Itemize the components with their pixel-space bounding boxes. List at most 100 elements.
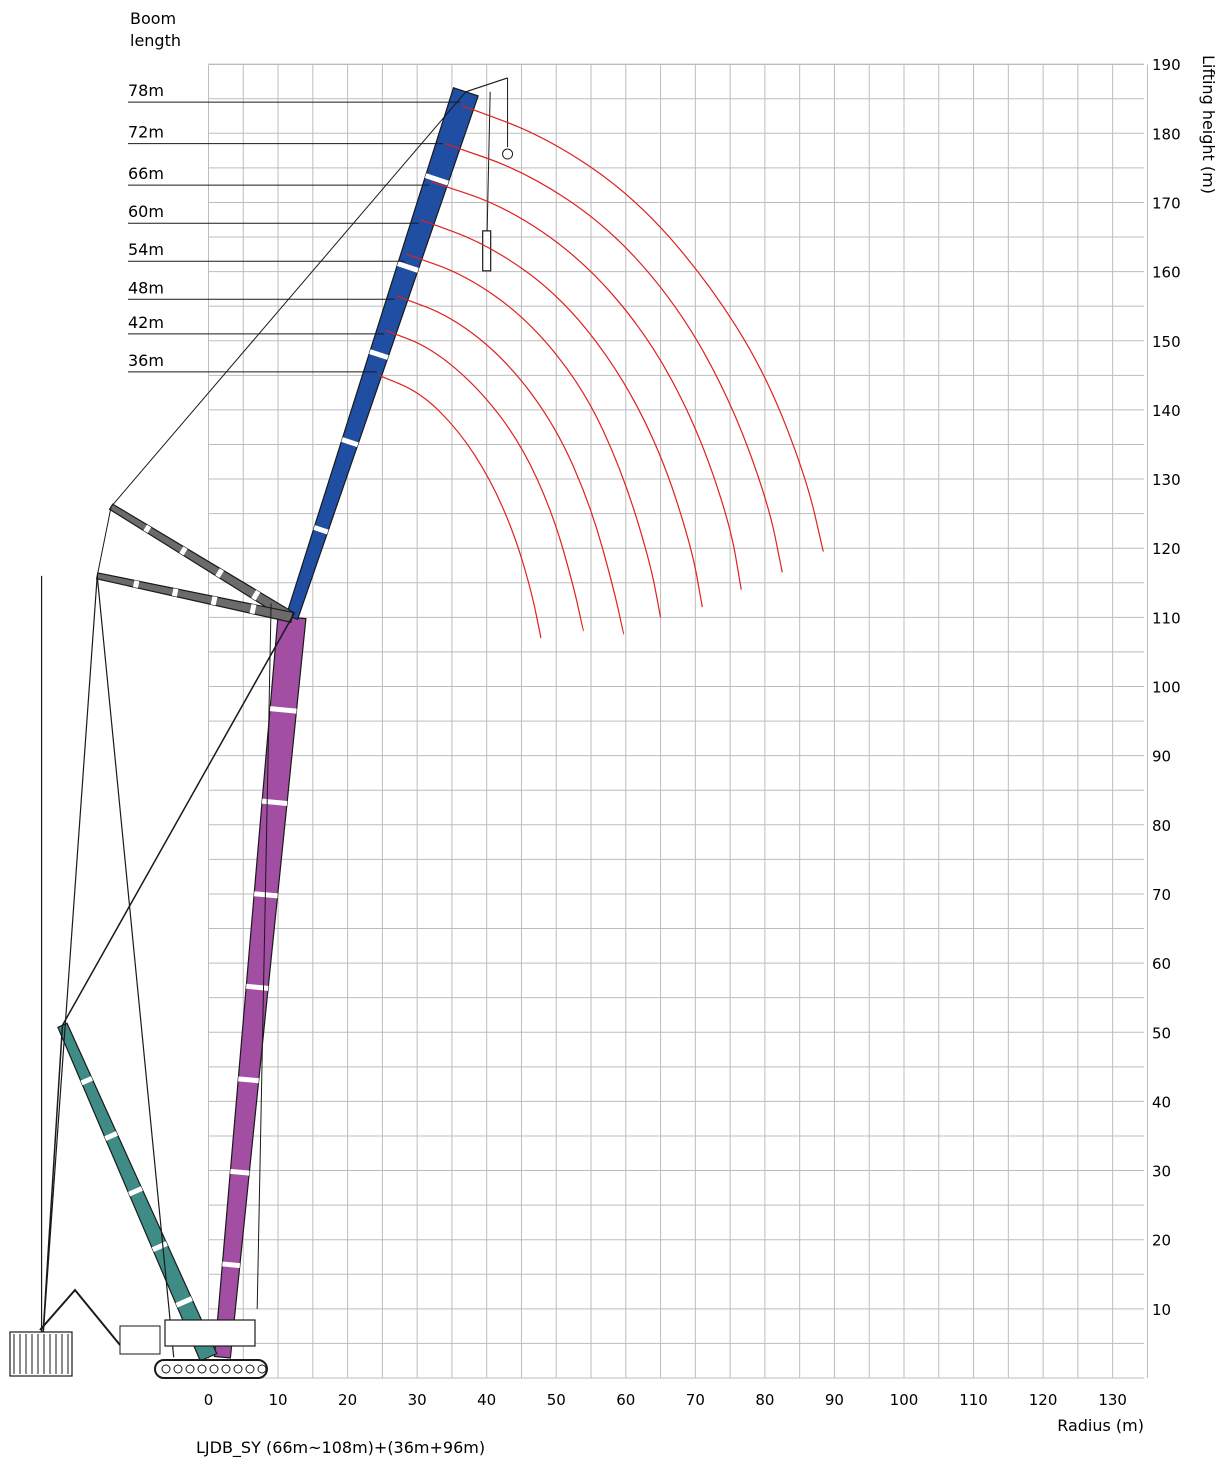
upper-strut-joint: [251, 589, 261, 601]
arc-72m: [444, 143, 783, 573]
boom-length-label: 78m: [128, 81, 164, 100]
boom-length-label: 48m: [128, 278, 164, 297]
aux-hook: [502, 148, 514, 160]
mast-joint: [80, 1076, 93, 1086]
lower-strut-joint: [133, 580, 140, 589]
upper-strut-joint: [143, 524, 152, 534]
x-tick-label: 0: [204, 1391, 214, 1409]
boom-length-header-line: length: [130, 31, 181, 50]
crane-drawing: [9, 77, 514, 1379]
lower-strut-joint: [249, 604, 257, 615]
strut-tie: [96, 506, 112, 576]
derrick-frame: [39, 1288, 121, 1346]
boom-length-label: 54m: [128, 240, 164, 259]
boom-length-header: Boom length: [130, 9, 181, 50]
arc-54m: [406, 253, 662, 618]
grid: [208, 63, 1148, 1379]
main-boom-joint: [222, 1261, 241, 1269]
y-tick-label: 80: [1152, 817, 1171, 835]
arc-36m: [378, 374, 542, 639]
boom-length-label: 36m: [128, 351, 164, 370]
superlift: [119, 1325, 161, 1355]
track-roller: [161, 1364, 171, 1374]
x-tick-label: 50: [547, 1391, 566, 1409]
mast-joint: [175, 1296, 193, 1308]
y-tick-label: 170: [1152, 194, 1181, 212]
x-axis-label: Radius (m): [1057, 1416, 1144, 1435]
y-tick-label: 140: [1152, 402, 1181, 420]
carbody: [164, 1319, 256, 1347]
lifting-arcs: [378, 105, 824, 639]
x-tick-label: 60: [616, 1391, 635, 1409]
main-boom-joint: [230, 1168, 250, 1176]
y-tick-label: 10: [1152, 1301, 1171, 1319]
jib-head: [465, 77, 508, 93]
luffing-jib-joint: [313, 525, 329, 535]
x-tick-label: 130: [1098, 1391, 1127, 1409]
mast-joint: [128, 1186, 143, 1197]
y-tick-label: 190: [1152, 56, 1181, 74]
arc-48m: [396, 295, 625, 635]
track-roller: [257, 1364, 267, 1374]
x-tick-label: 120: [1029, 1391, 1058, 1409]
luffing-jib-joint: [424, 173, 449, 186]
x-tick-label: 30: [408, 1391, 427, 1409]
arc-60m: [420, 219, 703, 608]
y-tick-label: 60: [1152, 955, 1171, 973]
y-axis-label: Lifting height (m): [1199, 55, 1218, 194]
mast-joint: [151, 1241, 168, 1252]
luffing-jib-joint: [369, 349, 389, 360]
track-roller: [209, 1364, 219, 1374]
y-tick-label: 100: [1152, 679, 1181, 697]
mast-backstay: [40, 1025, 64, 1358]
boom-length-label: 42m: [128, 313, 164, 332]
arc-42m: [385, 329, 584, 632]
y-tick-label: 90: [1152, 748, 1171, 766]
y-tick-label: 180: [1152, 125, 1181, 143]
x-tick-label: 20: [338, 1391, 357, 1409]
mast-joint: [104, 1131, 118, 1141]
y-tick-label: 70: [1152, 886, 1171, 904]
boom-length-label: 66m: [128, 164, 164, 183]
y-tick-label: 160: [1152, 264, 1181, 282]
y-axis-ticks: 1020304050607080901001101201301401501601…: [1152, 56, 1181, 1319]
boom-length-label: 72m: [128, 123, 164, 142]
lower-strut-joint: [171, 588, 179, 597]
track-roller: [245, 1364, 255, 1374]
x-tick-label: 40: [477, 1391, 496, 1409]
lower-strut-joint: [210, 596, 218, 606]
upper-strut-joint: [215, 568, 224, 578]
main-boom-joint: [253, 891, 278, 899]
y-tick-label: 30: [1152, 1163, 1171, 1181]
luffing-jib-joint: [341, 437, 359, 448]
arc-66m: [430, 181, 742, 590]
upper-strut: [108, 503, 296, 623]
track-roller: [197, 1364, 207, 1374]
track-roller: [185, 1364, 195, 1374]
x-tick-label: 80: [755, 1391, 774, 1409]
chart-caption: LJDB_SY (66m~108m)+(36m+96m): [196, 1438, 485, 1458]
boom-rope: [256, 603, 272, 1309]
y-tick-label: 40: [1152, 1093, 1171, 1111]
y-tick-label: 120: [1152, 540, 1181, 558]
x-tick-label: 90: [825, 1391, 844, 1409]
arc-78m: [462, 105, 824, 552]
x-tick-label: 110: [959, 1391, 988, 1409]
main-boom-joint: [269, 706, 297, 714]
y-tick-label: 130: [1152, 471, 1181, 489]
y-tick-label: 20: [1152, 1232, 1171, 1250]
y-tick-label: 150: [1152, 333, 1181, 351]
boom-length-header-line: Boom: [130, 9, 176, 28]
counterweight: [9, 1331, 73, 1377]
main-boom-joint: [261, 798, 288, 806]
main-boom-joint: [245, 983, 269, 991]
mast-pendant: [61, 616, 293, 1026]
track-roller: [173, 1364, 183, 1374]
x-tick-label: 100: [890, 1391, 919, 1409]
hoist-rope-1: [486, 91, 491, 251]
x-tick-label: 10: [269, 1391, 288, 1409]
y-tick-label: 110: [1152, 609, 1181, 627]
